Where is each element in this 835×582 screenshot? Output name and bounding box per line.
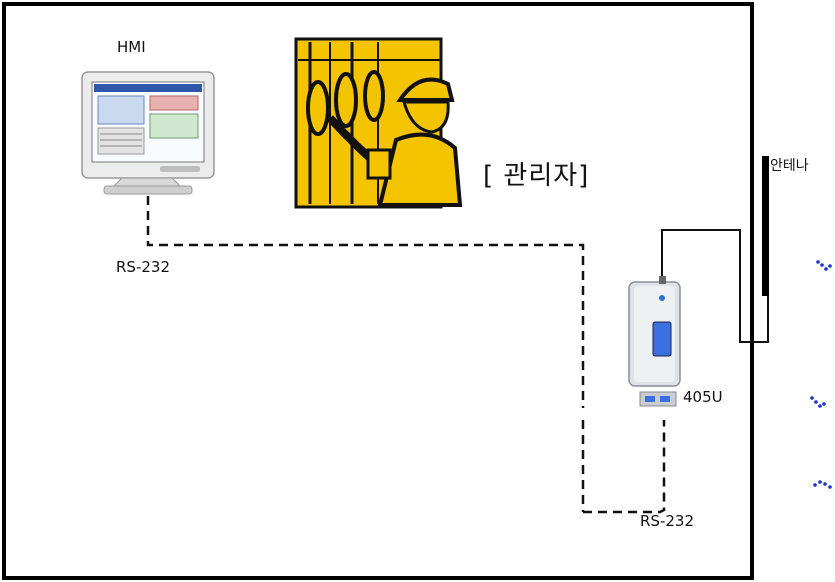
- antenna-label: 안테나: [770, 158, 809, 174]
- rs232-left-label: RS-232: [116, 258, 170, 276]
- worker-clipart-icon: [294, 37, 463, 209]
- rs232-bottom-label: RS-232: [640, 512, 694, 530]
- antenna-cable: [661, 229, 769, 343]
- hmi-monitor-icon: [81, 71, 215, 195]
- hmi-label: HMI: [117, 38, 146, 56]
- antenna-icon: [762, 156, 769, 296]
- signal-dots-icon: [810, 260, 832, 489]
- diagram-frame: [2, 2, 754, 580]
- radio-modem-icon: [628, 276, 681, 407]
- device-label: 405U: [683, 388, 723, 406]
- rs232-dashed-cable: [146, 196, 666, 514]
- manager-label: [ 관리자]: [483, 161, 590, 191]
